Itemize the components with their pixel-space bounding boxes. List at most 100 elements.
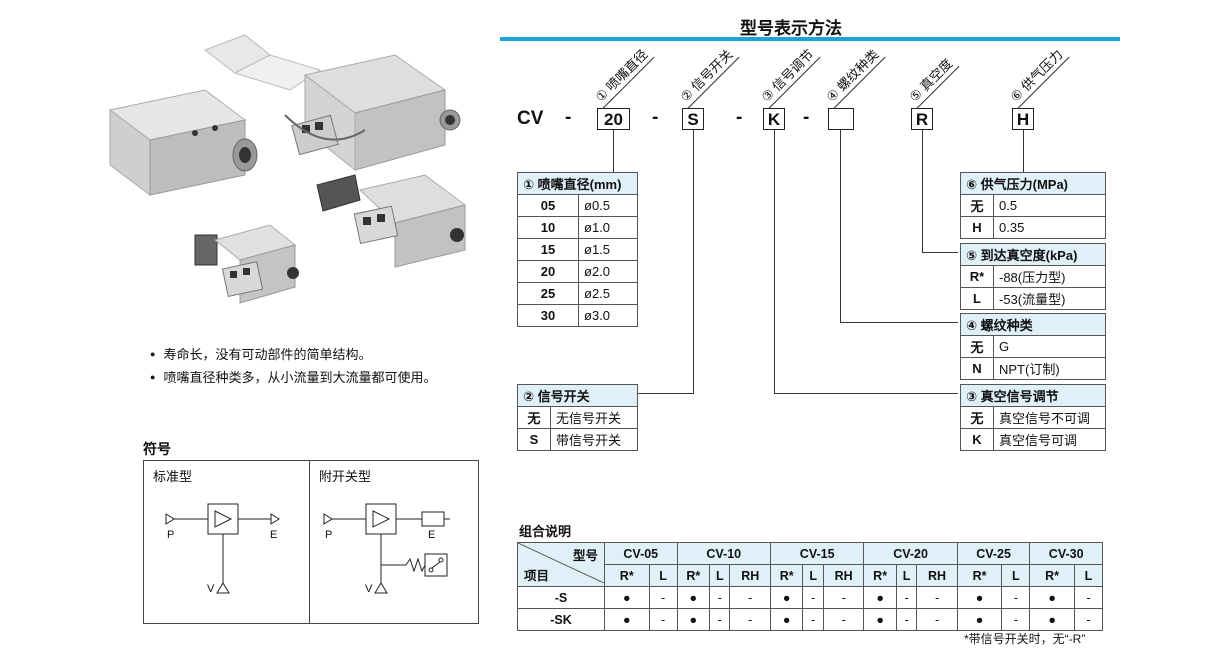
connector-line [840, 322, 958, 323]
feature-bullet: 喷嘴直径种类多，从小流量到大流量都可使用。 [150, 367, 436, 386]
combo-cell: - [1073, 586, 1104, 609]
table-value: ø2.5 [578, 282, 638, 305]
connector-line [774, 393, 958, 394]
table-key: 20 [517, 260, 579, 283]
combo-cell: ● [769, 586, 804, 609]
corner-model-label: 型号 [572, 549, 598, 563]
table-key: 无 [960, 335, 994, 358]
table-value: 无信号开关 [550, 406, 638, 429]
combo-cell: - [1001, 608, 1031, 631]
combo-sub-header: R* [863, 564, 897, 587]
combo-sub-header: R* [676, 564, 711, 587]
combo-row-label: -S [517, 586, 605, 609]
port-e-label: E [428, 529, 436, 541]
switch-type-label: 附开关型 [319, 469, 372, 484]
table-value: ø1.5 [578, 238, 638, 261]
connector-line [774, 130, 775, 394]
combo-title: 组合说明 [519, 524, 572, 539]
combo-cell: - [648, 608, 678, 631]
code-label-thread: ④ 螺纹种类 [819, 42, 886, 110]
port-v-label: V [365, 583, 373, 595]
combo-cell: ● [956, 608, 1003, 631]
nozzle-table-header: ① 喷嘴直径(mm) [517, 172, 638, 195]
table-key: K [960, 428, 994, 451]
title-rule [500, 37, 1120, 41]
code-dash: - [736, 107, 743, 128]
code-box-pressure: H [1012, 108, 1034, 130]
code-box-switch: S [682, 108, 704, 130]
standard-type-label: 标准型 [153, 469, 193, 484]
combo-cell: - [822, 586, 865, 609]
code-box-thread [828, 108, 854, 130]
table-value: 真空信号可调 [993, 428, 1106, 451]
combo-sub-header: R* [769, 564, 804, 587]
combo-sub-header: L [1073, 564, 1104, 587]
port-v-label: V [207, 583, 215, 595]
combo-cell: ● [676, 586, 711, 609]
combo-model-header: CV-25 [956, 542, 1031, 565]
table-value: NPT(订制) [993, 357, 1106, 380]
combo-cell: ● [769, 608, 804, 631]
table-key: R* [960, 265, 994, 288]
combo-model-header: CV-10 [676, 542, 771, 565]
combo-row: -S●-●--●--●--●-●- [517, 586, 1104, 609]
combo-cell: ● [604, 586, 650, 609]
combo-cell: - [822, 608, 865, 631]
combo-cell: - [729, 586, 771, 609]
table-key: S [517, 428, 551, 451]
table-value: ø0.5 [578, 194, 638, 217]
pneumatic-symbol-diagram [165, 503, 450, 594]
port-e-label: E [270, 529, 278, 541]
combo-cell: - [729, 608, 771, 631]
combo-cell: ● [1029, 608, 1075, 631]
connector-line [637, 393, 694, 394]
combo-sub-header: L [1001, 564, 1031, 587]
combo-sub-header: L [709, 564, 731, 587]
table-key: 无 [960, 406, 994, 429]
table-key: 30 [517, 304, 579, 327]
table-key: 25 [517, 282, 579, 305]
combo-cell: - [1073, 608, 1104, 631]
table-value: ø2.0 [578, 260, 638, 283]
combo-cell: - [802, 608, 824, 631]
combo-sub-header: R* [956, 564, 1003, 587]
port-p-label: P [167, 529, 175, 541]
combo-cell: - [802, 586, 824, 609]
table-key: 10 [517, 216, 579, 239]
table-key: 无 [517, 406, 551, 429]
combo-cell: ● [863, 586, 897, 609]
pressure-table-header: ⑥ 供气压力(MPa) [960, 172, 1106, 195]
switch-table-header: ② 信号开关 [517, 384, 638, 407]
table-value: ø1.0 [578, 216, 638, 239]
combo-cell: - [1001, 586, 1031, 609]
thread-table-header: ④ 螺纹种类 [960, 313, 1106, 336]
combo-sub-header: RH [729, 564, 771, 587]
table-value: G [993, 335, 1106, 358]
combo-sub-header: RH [916, 564, 958, 587]
table-key: N [960, 357, 994, 380]
product-photo [108, 34, 467, 304]
table-value: ø3.0 [578, 304, 638, 327]
code-prefix: CV [517, 108, 544, 129]
table-value: 0.35 [993, 216, 1106, 239]
code-box-adjust: K [763, 108, 785, 130]
combo-corner: 型号 项目 [517, 542, 605, 587]
feature-bullet: 寿命长，没有可动部件的简单结构。 [150, 344, 371, 363]
symbol-box: 标准型 附开关型 [143, 460, 479, 624]
code-dash: - [803, 107, 810, 128]
table-value: -88(压力型) [993, 265, 1106, 288]
code-label-pressure: ⑥ 供气压力 [1003, 42, 1070, 110]
table-key: 15 [517, 238, 579, 261]
table-value: 真空信号不可调 [993, 406, 1106, 429]
combo-cell: - [648, 586, 678, 609]
port-p-label: P [325, 529, 333, 541]
combo-cell: - [916, 608, 958, 631]
connector-line [840, 130, 841, 323]
combo-cell: ● [604, 608, 650, 631]
table-key: 无 [960, 194, 994, 217]
adjust-table-header: ③ 真空信号调节 [960, 384, 1106, 407]
combo-cell: - [895, 586, 918, 609]
